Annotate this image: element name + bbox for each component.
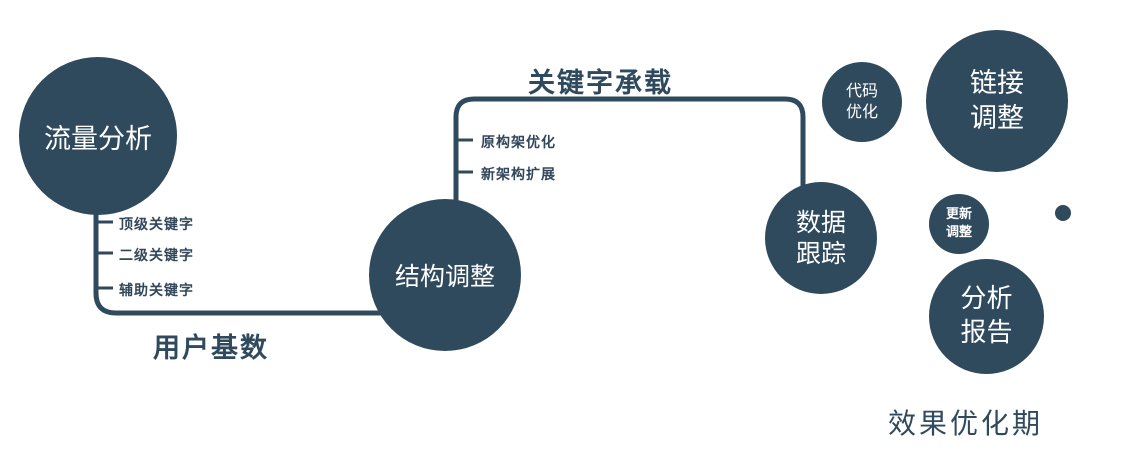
node-code-optimize: 代码 优化 <box>822 62 902 142</box>
edge-traffic-to-structure <box>93 200 384 316</box>
node-update-adjust-line2: 调整 <box>945 225 972 240</box>
node-link-adjust-line2: 调整 <box>970 103 1024 134</box>
branch-label-orig-arch: 原构架优化 <box>481 135 556 151</box>
node-code-optimize-line1: 代码 <box>845 81 878 101</box>
node-link-adjust-line1: 链接 <box>970 67 1024 99</box>
node-structure-adjust: 结构调整 <box>369 199 521 351</box>
node-update-adjust: 更新 调整 <box>929 194 989 254</box>
node-structure-adjust-label: 结构调整 <box>394 262 495 291</box>
node-traffic-analysis: 流量分析 <box>19 57 177 215</box>
node-traffic-analysis-label: 流量分析 <box>44 123 152 155</box>
edge-structure-to-tracking <box>453 96 806 206</box>
node-analysis-report-line1: 分析 <box>960 283 1013 314</box>
branch-label-new-arch: 新架构扩展 <box>481 167 556 183</box>
node-code-optimize-line2: 优化 <box>845 102 878 121</box>
branch-label-second-keyword: 二级关键字 <box>119 248 194 264</box>
node-data-tracking-line2: 跟踪 <box>795 239 846 268</box>
bullet-dot <box>1055 205 1071 221</box>
node-data-tracking: 数据 跟踪 <box>765 182 877 294</box>
branch-label-top-keyword: 顶级关键字 <box>119 217 194 233</box>
edge-label-keyword-carry: 关键字承载 <box>528 68 673 99</box>
branch-label-aux-keyword: 辅助关键字 <box>119 283 194 299</box>
node-link-adjust: 链接 调整 <box>926 30 1068 172</box>
node-update-adjust-line1: 更新 <box>945 207 972 223</box>
node-analysis-report: 分析 报告 <box>929 259 1044 374</box>
node-analysis-report-line2: 报告 <box>960 317 1013 348</box>
node-data-tracking-line1: 数据 <box>795 207 846 237</box>
edge-label-user-base: 用户基数 <box>153 333 269 364</box>
caption-effect-optimization: 效果优化期 <box>888 407 1044 440</box>
